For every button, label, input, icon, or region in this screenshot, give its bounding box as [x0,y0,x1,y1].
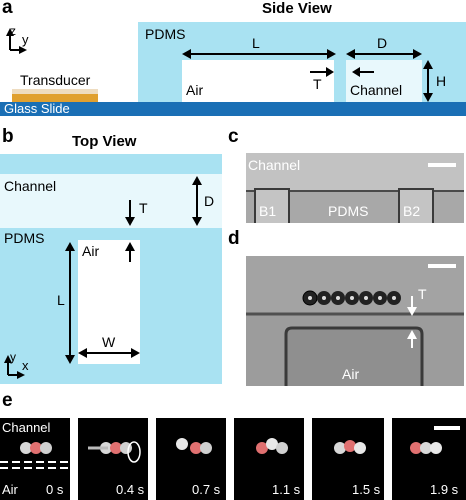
micro-d-T-arrows [407,296,417,348]
pdms-label: PDMS [145,26,186,42]
frame-3: 1.1 s [234,418,304,500]
frame-4: 1.5 s [312,418,384,500]
glass-slide-label: Glass Slide [4,101,70,116]
top-T-arrows [125,200,135,262]
panel-letter-a: a [2,0,13,18]
top-dim-D-label: D [204,193,215,209]
axis-y-label: y [22,32,29,47]
dim-H-arrow [423,60,433,102]
frame-5: 1.9 s [392,418,466,500]
top-dim-W-label: W [102,334,116,350]
glass-slide [0,102,466,116]
scale-bar-d [428,264,456,268]
top-pdms-label: PDMS [4,230,45,246]
micro-d-T-label: T [418,286,427,302]
micrograph-d: T Air [246,256,464,386]
dim-L-arrow [182,49,336,59]
top-axis-y-label: y [10,350,16,364]
frame-2-time: 0.7 s [192,482,221,497]
transducer-label: Transducer [20,72,91,88]
top-channel-strip [0,174,222,228]
top-D-arrow [192,176,202,226]
frame-0-channel-label: Channel [2,420,51,435]
dim-D-arrow [346,49,422,59]
bubble-b1-chamber [254,188,290,223]
air-cavity [182,60,334,102]
frame-0: Channel Air 0 s [0,418,70,500]
frame-4-time: 1.5 s [352,482,381,497]
frame-2: 0.7 s [156,418,226,500]
axis-z-label: z [10,24,16,38]
micrograph-c: Channel B1 PDMS B2 [246,153,464,223]
air-label: Air [186,82,204,98]
dim-T-label: T [313,76,322,92]
top-view-title: Top View [72,133,137,150]
panel-letter-c: c [228,126,239,147]
top-air-label: Air [82,243,100,259]
side-view-drawing [0,22,466,116]
frame-0-air-label: Air [2,482,18,497]
panel-letter-d: d [228,228,240,249]
top-W-arrow [78,348,140,358]
micro-c-channel-label: Channel [248,157,301,173]
frame-1: 0.4 s [78,418,148,500]
axis-yx-icon [4,355,25,379]
dim-H-label: H [436,73,447,89]
axis-zy-icon [6,28,27,54]
panel-letter-b: b [2,126,14,147]
scale-bar-c [428,163,456,167]
micro-c-b1-label: B1 [259,203,277,219]
bubble-b2-chamber [398,188,434,223]
transducer-base [12,94,98,102]
micrograph-d-drawing [246,256,464,386]
panel-letter-e: e [2,390,13,411]
micrograph-c-drawing [246,153,464,223]
microbubble-row [302,290,401,306]
dim-D-label: D [377,35,388,51]
micro-c-pdms-label: PDMS [328,203,369,219]
top-dim-L-label: L [57,292,65,308]
dim-T-arrows [310,67,374,77]
dim-L-label: L [252,35,260,51]
top-channel-label: Channel [4,178,57,194]
frame-1-time: 0.4 s [116,482,145,497]
top-pdms-upper [0,154,222,174]
channel-cavity [346,60,422,102]
frame-0-time: 0 s [46,482,64,497]
scale-bar-e [434,426,460,430]
micro-c-b2-label: B2 [403,203,421,219]
frame-5-time: 1.9 s [430,482,459,497]
channel-label: Channel [350,82,403,98]
frame-3-time: 1.1 s [272,482,301,497]
top-axis-x-label: x [22,358,29,373]
side-view-title: Side View [262,0,332,17]
micro-d-air-label: Air [342,366,360,382]
top-dim-T-label: T [139,200,148,216]
top-L-arrow [65,242,75,364]
transducer-body [12,89,98,94]
